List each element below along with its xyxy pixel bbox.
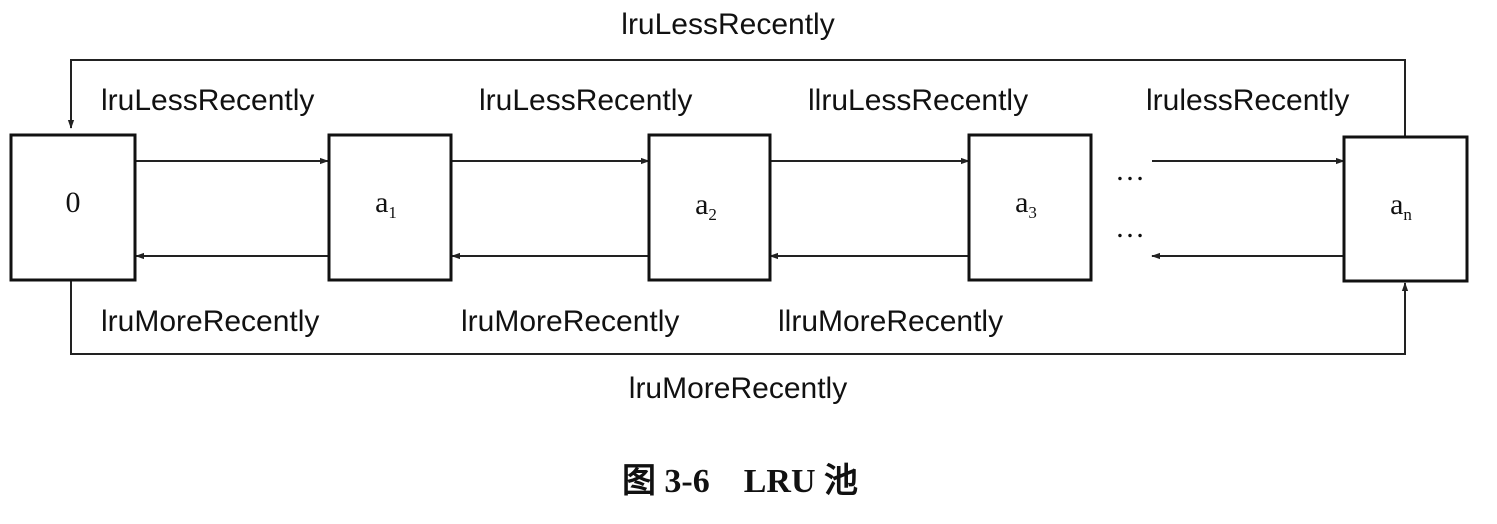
node-a3-label: a3 — [1015, 186, 1037, 222]
node-a3-sub: 3 — [1028, 203, 1037, 222]
node-a1: a1 — [327, 133, 453, 282]
node-0-box — [9, 133, 137, 282]
node-an: an — [1342, 135, 1469, 283]
figure-caption: 图 3-6 LRU 池 — [622, 462, 858, 500]
node-an-main: a — [1390, 188, 1403, 221]
node-a2-label: a2 — [695, 188, 717, 224]
node-a1-label: a1 — [375, 186, 397, 222]
node-0-label: 0 — [66, 186, 81, 219]
less-label-0: lruLessRecently — [101, 84, 314, 117]
node-a1-sub: 1 — [388, 203, 397, 222]
node-a3-main: a — [1015, 186, 1028, 219]
node-a2-box — [647, 133, 772, 282]
node-an-box — [1342, 135, 1469, 283]
ellipsis-top: … — [1115, 154, 1145, 187]
less-label-3: lrulessRecently — [1146, 84, 1349, 117]
more-label-2: llruMoreRecently — [778, 305, 1003, 338]
top-loop-label: lruLessRecently — [621, 8, 834, 41]
more-label-1: lruMoreRecently — [461, 305, 679, 338]
node-an-sub: n — [1403, 205, 1412, 224]
top-loop-arrow — [67, 59, 1406, 137]
node-an-label: an — [1390, 188, 1412, 224]
node-a1-box — [327, 133, 453, 282]
node-a3-box — [967, 133, 1093, 282]
node-a2-sub: 2 — [708, 205, 717, 224]
ellipsis-bottom: … — [1115, 211, 1145, 244]
node-a3: a3 — [967, 133, 1093, 282]
bottom-loop-arrow — [70, 280, 1409, 355]
less-label-2: llruLessRecently — [808, 84, 1028, 117]
less-label-1: lruLessRecently — [479, 84, 692, 117]
node-a2-main: a — [695, 188, 708, 221]
node-0: 0 — [9, 133, 137, 282]
more-label-0: lruMoreRecently — [101, 305, 319, 338]
node-a1-main: a — [375, 186, 388, 219]
node-a2: a2 — [647, 133, 772, 282]
bottom-loop-label: lruMoreRecently — [629, 372, 847, 405]
